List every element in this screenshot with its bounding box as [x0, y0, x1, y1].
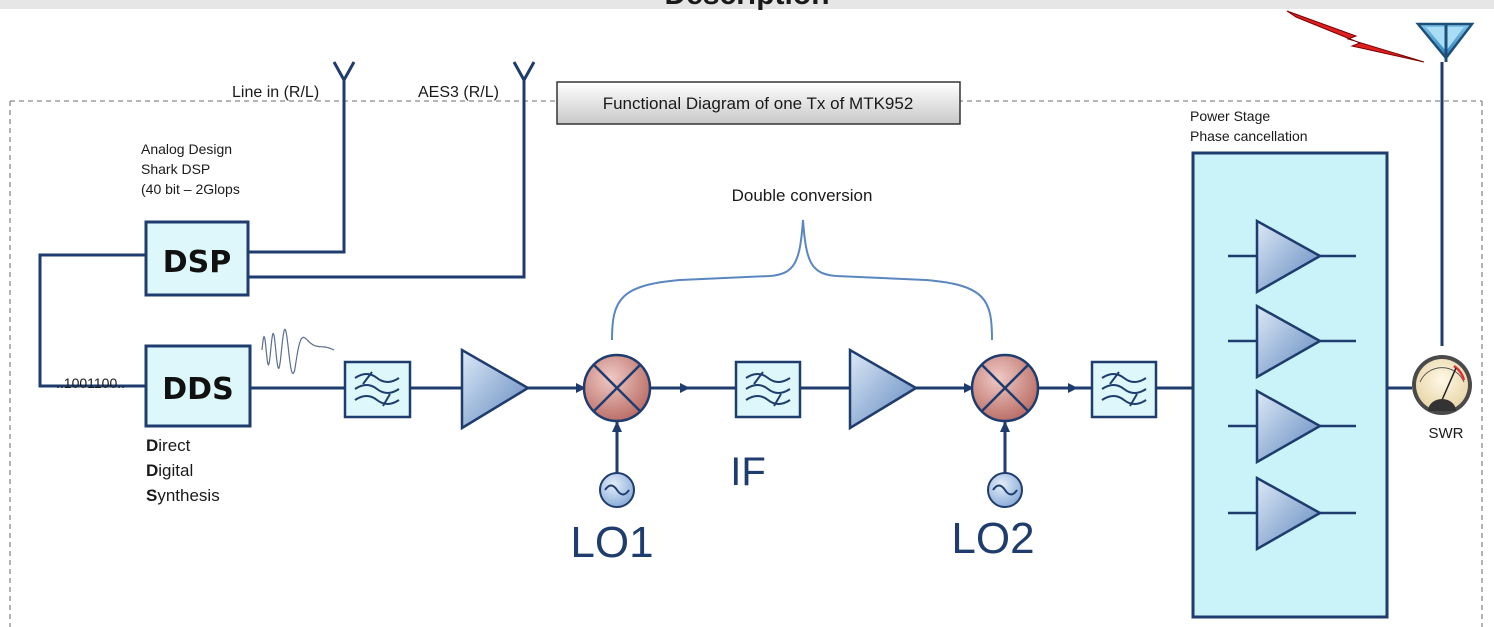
bitstream-label: ..1001100.. [56, 375, 125, 391]
dds-block: DDS [144, 344, 252, 428]
amplifier-1-icon [460, 347, 531, 431]
power-amplifiers [1228, 218, 1356, 552]
dsp-desc-line2: Shark DSP [141, 161, 210, 177]
power-amplifier-icon [1255, 218, 1323, 295]
swr-meter-icon [1412, 355, 1472, 415]
signal-wires [38, 62, 1444, 473]
power-stage-description: Power Stage Phase cancellation [1190, 108, 1308, 144]
lo1-label: LO1 [570, 518, 653, 567]
aes3-label: AES3 (R/L) [418, 84, 499, 101]
mixer-1-icon [582, 353, 652, 423]
header-title-fragment: Description [664, 0, 829, 11]
waveform-icon [261, 328, 335, 375]
if-label: IF [730, 450, 766, 494]
diagram-title: Functional Diagram of one Tx of MTK952 [603, 94, 914, 113]
dsp-desc-line3: (40 bit – 2Glops [141, 181, 240, 197]
power-amplifier-icon [1255, 475, 1323, 552]
power-stage-line1: Power Stage [1190, 108, 1270, 124]
arrowheads [576, 383, 1078, 432]
dsp-description: Analog Design Shark DSP (40 bit – 2Glops [141, 141, 240, 197]
header-band: Description [0, 0, 1494, 11]
dds-desc-line1: Direct [146, 436, 191, 455]
dsp-block: DSP [144, 220, 250, 297]
dsp-label: DSP [163, 245, 232, 280]
mixer-2-icon [970, 353, 1040, 423]
swr-label: SWR [1429, 425, 1464, 442]
power-stage-block [1191, 151, 1389, 619]
power-stage-line2: Phase cancellation [1190, 128, 1308, 144]
filter-2 [734, 360, 802, 419]
line-in-label: Line in (R/L) [232, 84, 319, 101]
bandpass-filter-icon [354, 371, 400, 407]
dds-desc-line2: Digital [146, 461, 193, 480]
diagram-title-box: Functional Diagram of one Tx of MTK952 [556, 81, 961, 125]
double-conversion-brace [611, 219, 993, 341]
lo2-label: LO2 [951, 514, 1034, 563]
power-amplifier-icon [1255, 388, 1323, 465]
lightning-icon [1286, 10, 1425, 63]
input-connector-icon [332, 61, 536, 84]
filter-1 [343, 360, 412, 419]
dashed-frame [9, 100, 1483, 627]
bandpass-filter-icon [1101, 371, 1147, 407]
dsp-desc-line1: Analog Design [141, 141, 232, 157]
dds-desc-line3: Synthesis [146, 486, 220, 505]
amplifier-2-icon [848, 347, 919, 431]
oscillator-1-icon [599, 472, 635, 508]
input-labels: Line in (R/L) AES3 (R/L) [232, 84, 499, 101]
power-amplifier-icon [1255, 303, 1323, 380]
bandpass-filter-icon [745, 371, 791, 407]
dds-description: Direct Digital Synthesis [146, 436, 220, 505]
double-conversion-label: Double conversion [732, 186, 873, 205]
filter-3 [1090, 360, 1158, 419]
dds-label: DDS [162, 372, 233, 407]
antenna-icon [1415, 22, 1475, 62]
oscillator-2-icon [987, 472, 1023, 508]
